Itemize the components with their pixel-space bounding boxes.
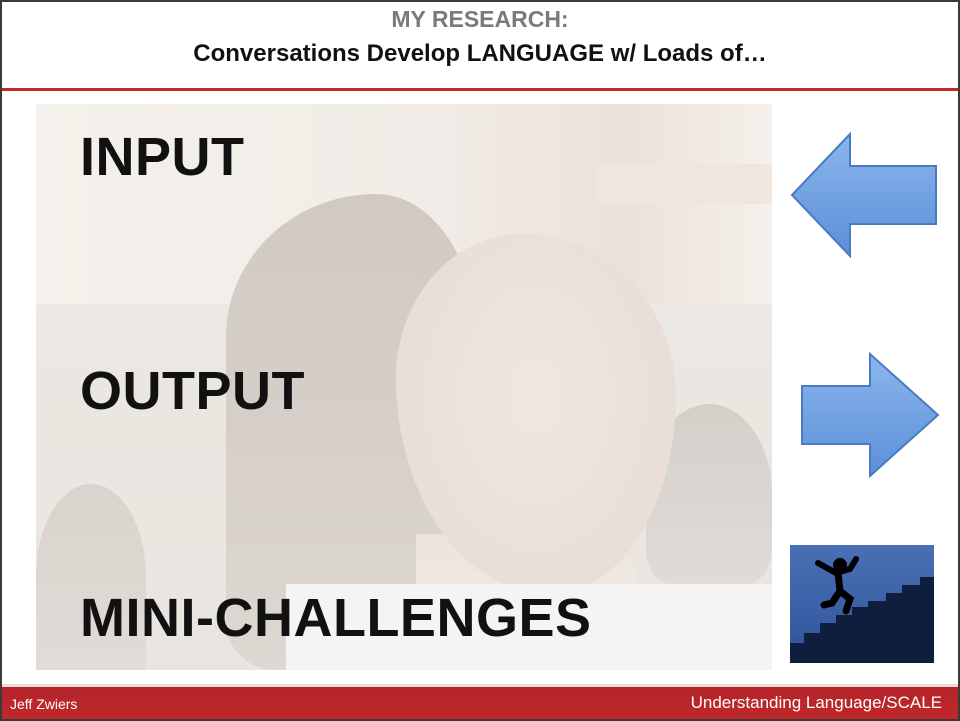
- input-label: INPUT: [80, 127, 245, 187]
- mini-challenges-label: MINI-CHALLENGES: [80, 588, 592, 648]
- header-divider: [2, 88, 958, 91]
- arrow-left-icon: [790, 131, 937, 259]
- slide-footer: Jeff Zwiers Understanding Language/SCALE: [2, 684, 958, 719]
- background-photo: [36, 104, 772, 670]
- mini-challenges-tile: [790, 545, 934, 663]
- footer-organization: Understanding Language/SCALE: [690, 693, 942, 712]
- output-label: OUTPUT: [80, 361, 305, 421]
- slide-title: Conversations Develop LANGUAGE w/ Loads …: [193, 40, 767, 67]
- footer-author: Jeff Zwiers: [10, 696, 78, 712]
- slide-header: MY RESEARCH: Conversations Develop LANGU…: [2, 2, 958, 88]
- slide-subtitle: MY RESEARCH:: [391, 6, 569, 32]
- arrow-right-icon: [801, 351, 940, 479]
- climbing-figure-icon: [790, 556, 934, 663]
